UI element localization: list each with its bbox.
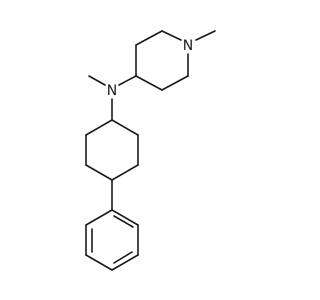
double-bond [113,251,133,264]
bond [118,75,137,86]
bond [111,119,139,136]
bond [85,209,113,226]
piperidine-nitrogen-label: N [183,38,193,54]
double-bond [113,215,134,228]
molecule-diagram: N N [85,30,216,271]
amine-nitrogen-label: N [107,83,117,99]
bond [161,75,189,91]
bond [85,119,113,136]
bond [111,164,139,181]
bond [85,254,113,271]
bond [88,75,106,86]
bond [111,209,139,226]
bond [161,30,182,41]
bond [85,164,113,181]
piperidine-ring [135,30,189,91]
bond [135,75,163,91]
bond [135,30,163,46]
bond [111,254,139,271]
molecule-structure: N N [85,30,216,271]
cyclohexane-ring [85,119,139,181]
bond [195,30,216,41]
benzene-ring [85,209,139,271]
